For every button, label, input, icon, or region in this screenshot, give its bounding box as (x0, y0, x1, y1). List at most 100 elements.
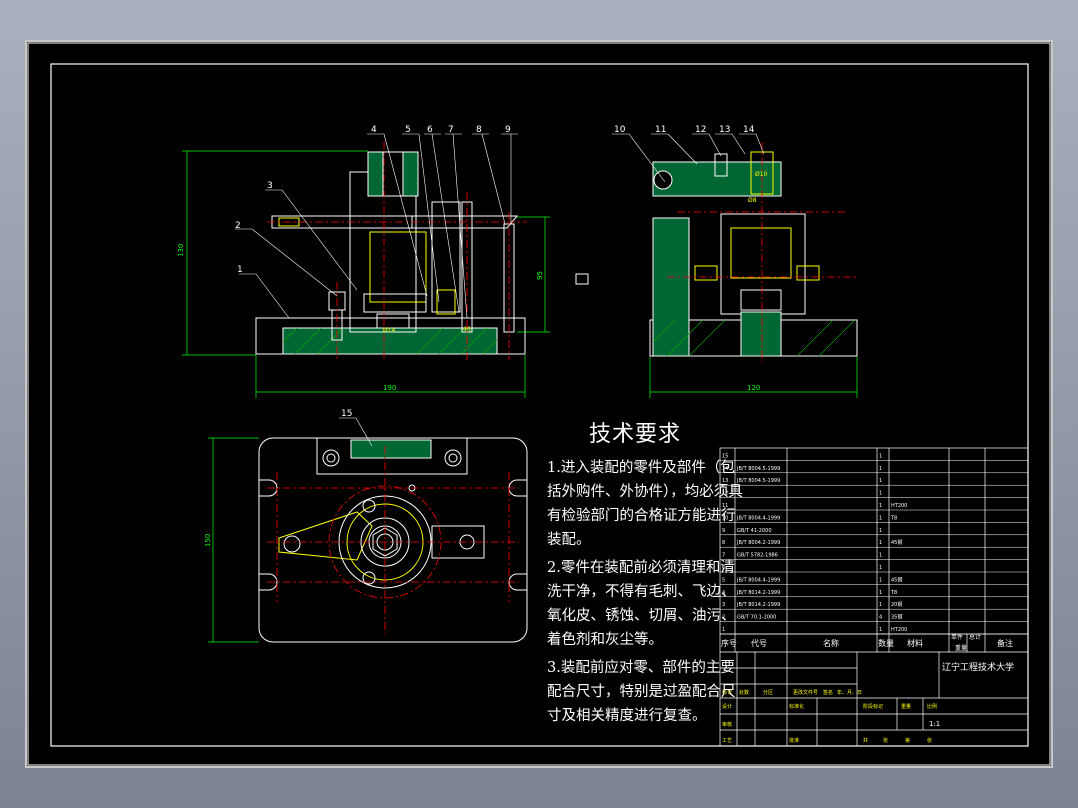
tb-label-standard: 标准化 (789, 703, 804, 710)
bom-cell: 1 (879, 627, 882, 633)
bom-cell: JB/T 8004.4-1999 (736, 577, 780, 583)
bom-cell: 4 (722, 590, 725, 596)
bom-cell: 8 (722, 540, 725, 546)
bom-cell: JB/T 8014.2-1999 (736, 602, 780, 608)
side-view (575, 133, 858, 398)
tb-label-count: 处数 (739, 689, 749, 696)
tb-label-approve: 批准 (789, 737, 799, 744)
bom-cell: JB/T 8014.2-1999 (736, 590, 780, 596)
dim-small-d: 40 (463, 326, 471, 333)
bom-cell: 35钢 (891, 614, 902, 621)
tech-item-2: 2.零件在装配前必须清理和清洗干净，不得有毛刺、飞边、氧化皮、锈蚀、切屑、油污、… (547, 560, 736, 648)
tech-item-1: 1.进入装配的零件及部件（包括外购件、外协件），均必须具有检验部门的合格证方能进… (547, 460, 743, 548)
scale-value: 1:1 (929, 720, 940, 728)
drawing-sheet: 1 2 3 4 5 6 7 8 9 10 11 12 13 14 15 130 … (27, 42, 1051, 766)
bom-cell: 14 (722, 466, 728, 472)
bom-cell: 20钢 (891, 601, 902, 608)
tb-label-zone: 分区 (763, 689, 773, 696)
bom-cell: 1 (879, 553, 882, 559)
bom-cell: 45钢 (891, 576, 902, 583)
bom-cell: HT200 (891, 503, 907, 509)
balloon-10: 10 (614, 125, 626, 135)
bom-cell: GB/T 5782-1986 (737, 553, 778, 559)
dim-side-width: 120 (747, 384, 760, 392)
bom-cell: 7 (722, 553, 725, 559)
bom-cell: 1 (879, 577, 882, 583)
bom-header-code: 代号 (751, 638, 767, 648)
bom-header-remark: 备注 (997, 638, 1013, 648)
bom-cell: 15 (722, 453, 728, 459)
bom-header-name: 名称 (823, 638, 839, 648)
outer-frame (27, 42, 1051, 766)
tb-label-sheets-b: 张 (927, 737, 932, 744)
bom-cell: JB/T 8004.5-1999 (736, 478, 780, 484)
dim-small-a: Ø14 (383, 327, 396, 334)
tb-label-sheets-a: 张 (883, 737, 888, 744)
bom-cell: 1 (879, 466, 882, 472)
tb-label-total-sheets: 共 (863, 737, 868, 744)
dim-small-c: Ø8 (748, 197, 757, 204)
balloon-6: 6 (427, 125, 433, 135)
top-view (208, 417, 528, 643)
bom-cell: 1 (879, 602, 882, 608)
balloon-3: 3 (267, 181, 273, 191)
balloon-9: 9 (505, 125, 511, 135)
bom-cell: 1 (879, 540, 882, 546)
tb-label-sign: 签名 (823, 689, 833, 696)
bom-cell: 1 (879, 491, 882, 497)
dim-small-b: Ø10 (755, 171, 768, 178)
bom-cell: HT200 (891, 627, 907, 633)
balloon-11: 11 (655, 125, 666, 135)
balloon-15: 15 (341, 409, 352, 419)
balloon-5: 5 (405, 125, 411, 135)
front-view (182, 133, 550, 398)
bom-header-material: 材料 (907, 638, 923, 648)
bom-cell: 1 (879, 565, 882, 571)
tech-title: 技术要求 (589, 422, 682, 447)
bom-cell: 1 (879, 515, 882, 521)
tb-label-change: 更改文件号 (793, 689, 818, 696)
tb-label-design: 设计 (722, 703, 732, 710)
bom-cell: 11 (722, 503, 728, 509)
bom-cell: T8 (890, 590, 897, 596)
cad-viewport[interactable]: 1 2 3 4 5 6 7 8 9 10 11 12 13 14 15 130 … (25, 40, 1053, 768)
balloon-4: 4 (371, 125, 377, 135)
bom-cell: 45钢 (891, 539, 902, 546)
bom-cell: 5 (722, 577, 725, 583)
bom-cell: 13 (722, 478, 728, 484)
tb-label-scale: 比例 (927, 703, 937, 710)
dim-front-right: 95 (536, 271, 544, 280)
tb-label-stage: 阶段标记 (863, 703, 883, 710)
tb-label-mark: 标记 (722, 689, 732, 696)
balloon-2: 2 (235, 221, 241, 231)
dim-top-height: 150 (204, 534, 212, 547)
bom-cell: 1 (879, 453, 882, 459)
bom-cell: 1 (879, 478, 882, 484)
bom-cell: 1 (879, 528, 882, 534)
tb-label-date: 年、月、日 (837, 689, 862, 696)
bom-cell: JB/T 8004.4-1999 (736, 515, 780, 521)
bom-cell: 1 (722, 627, 725, 633)
bom-cell: JB/T 8004.5-1999 (736, 466, 780, 472)
bom-cell: 4 (879, 615, 882, 621)
bom-cell: T8 (890, 515, 897, 521)
bom-header-total: 总计 (969, 633, 981, 641)
bom-cell: 1 (879, 503, 882, 509)
balloon-7: 7 (448, 125, 454, 135)
balloon-1: 1 (237, 265, 243, 275)
tech-item-3: 3.装配前应对零、部件的主要配合尺寸，特别是过盈配合尺寸及相关精度进行复查。 (547, 660, 736, 724)
bom-cell: JB/T 8004.2-1999 (736, 540, 780, 546)
bom-cell: 12 (722, 491, 728, 497)
bom-cell: GB/T 70.1-2000 (737, 615, 776, 621)
dim-front-height: 130 (177, 244, 185, 257)
bom-header-qty: 数量 (878, 638, 894, 648)
balloon-12: 12 (695, 125, 706, 135)
tb-label-process: 工艺 (722, 738, 732, 744)
bom-cell: 6 (722, 565, 725, 571)
technical-requirements: 技术要求 1.进入装配的零件及部件（包括外购件、外协件），均必须具有检验部门的合… (547, 416, 747, 732)
balloon-8: 8 (476, 125, 482, 135)
inner-frame (50, 63, 1029, 747)
bom-cell: 2 (722, 615, 725, 621)
university-name: 辽宁工程技术大学 (942, 661, 1014, 673)
dim-front-width: 190 (383, 384, 396, 392)
